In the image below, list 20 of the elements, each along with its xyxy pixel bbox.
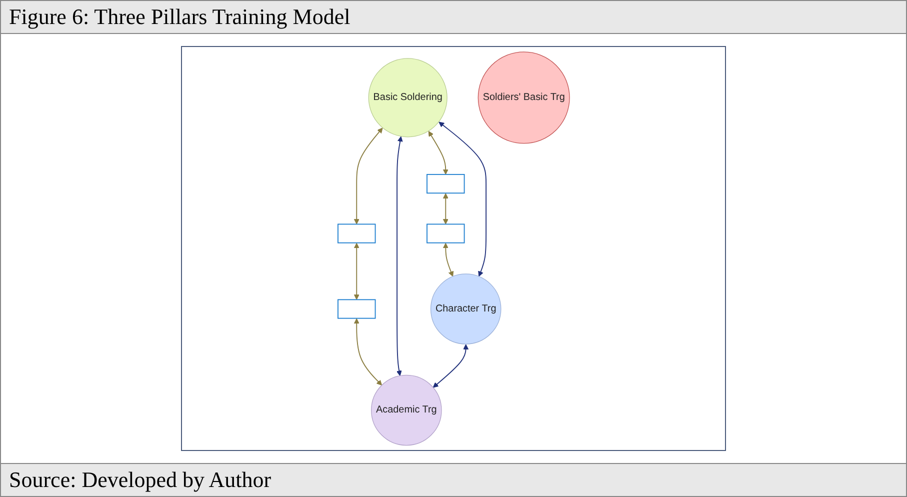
arrow [354, 318, 382, 386]
arrow [442, 192, 448, 224]
arrow [354, 128, 383, 224]
arrow [428, 130, 448, 175]
arrow [432, 344, 468, 388]
node-circle [370, 374, 442, 446]
arrow [354, 242, 360, 300]
source-caption: Source: Developed by Author [1, 463, 906, 496]
node-box [426, 224, 464, 244]
figure-title: Figure 6: Three Pillars Training Model [1, 1, 906, 34]
arrow [438, 122, 486, 277]
node-circle [478, 52, 570, 144]
arrow [442, 242, 454, 277]
node-circle [368, 58, 448, 138]
node-circle [430, 273, 501, 344]
diagram-frame: Basic Soldering Soldiers' Basic Trg Character Trg Academic Trg [181, 46, 726, 452]
node-box [337, 224, 376, 244]
node-box [426, 174, 464, 194]
node-box [337, 299, 376, 319]
arrow [396, 136, 403, 376]
